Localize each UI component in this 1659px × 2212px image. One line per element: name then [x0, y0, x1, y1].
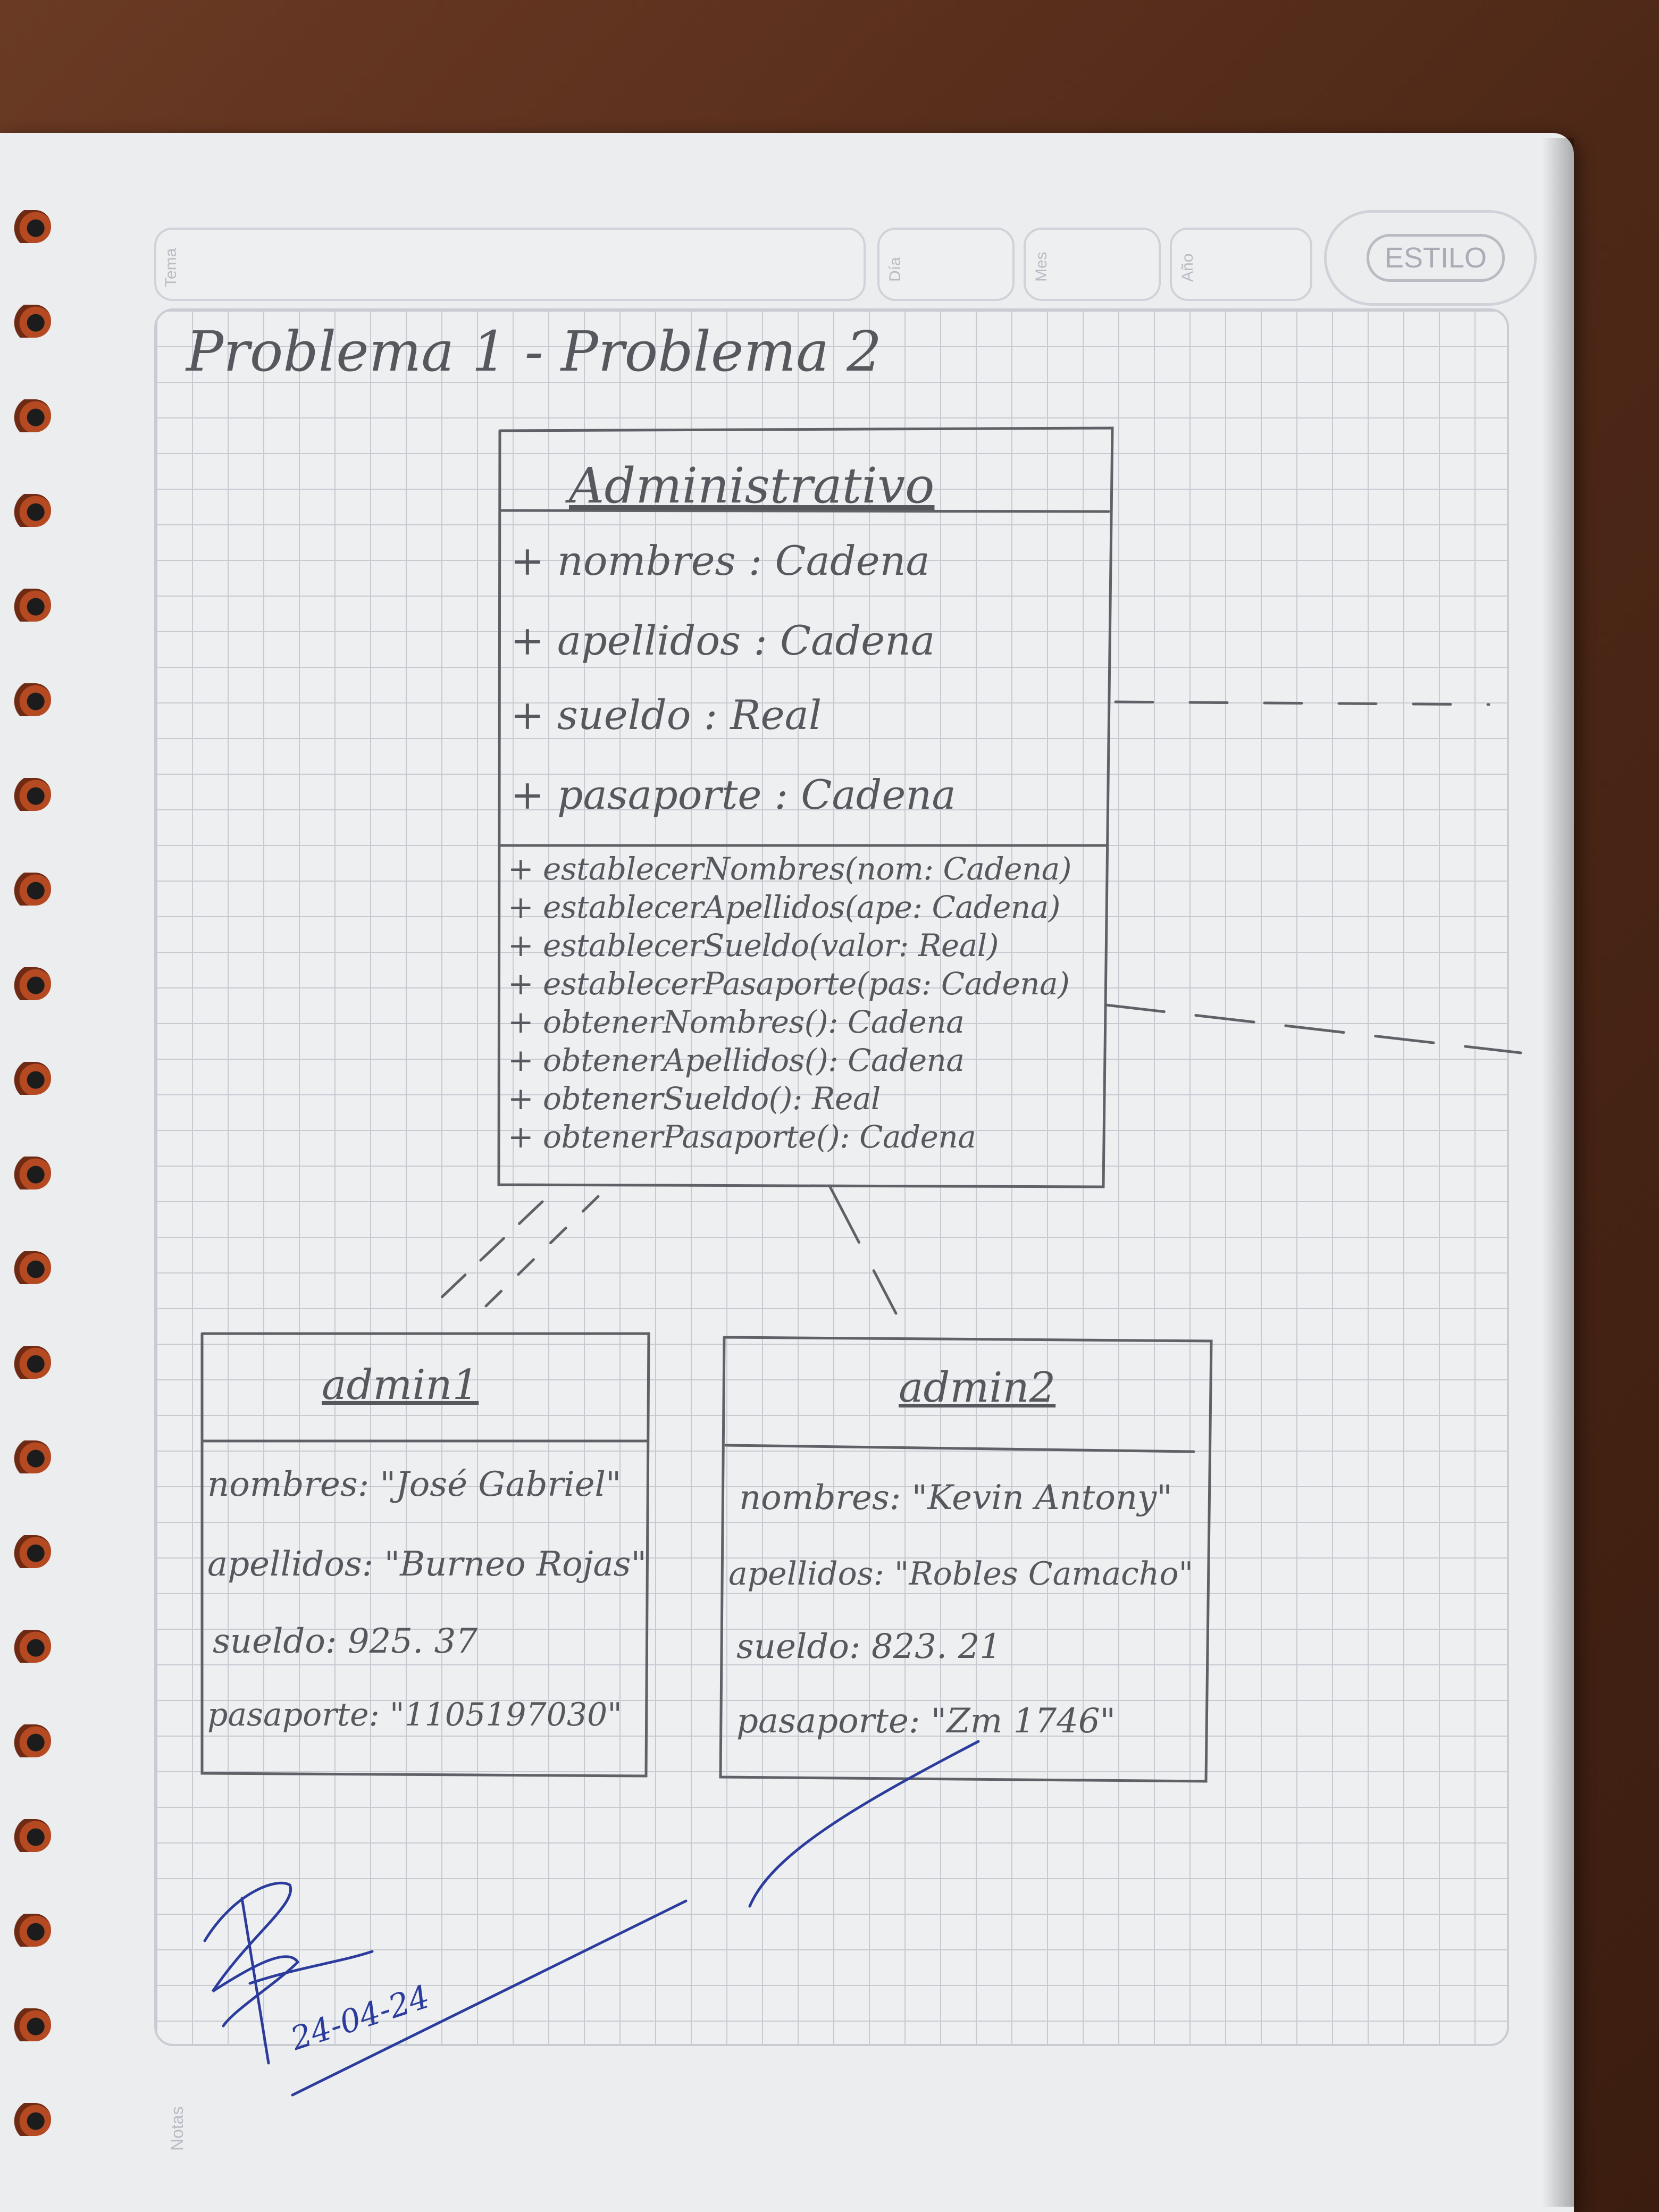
class-box-outline [497, 426, 1114, 1188]
spiral-ring [0, 967, 51, 1000]
spiral-ring [0, 683, 51, 716]
tema-field [154, 228, 866, 301]
spiral-ring [0, 1346, 51, 1379]
spiral-ring [0, 2103, 51, 2136]
class-header-divider [498, 509, 1110, 513]
class-attribute: + sueldo : Real [510, 691, 822, 739]
dashed-line-lower [1104, 1003, 1522, 1054]
brand-outer-badge [1324, 210, 1537, 306]
spiral-ring [0, 399, 51, 432]
grid-area [154, 308, 1509, 2046]
spiral-ring [0, 1062, 51, 1095]
spiral-ring [0, 1157, 51, 1189]
dependency-line-1 [437, 1200, 544, 1302]
admin1-attribute: apellidos: "Burneo Rojas" [207, 1545, 647, 1584]
spiral-ring [0, 873, 51, 906]
spiral-ring [0, 778, 51, 811]
signature [203, 1881, 374, 2065]
spiral-ring [0, 2008, 51, 2041]
class-method: + establecerSueldo(valor: Real) [508, 927, 999, 963]
class-method: + establecerPasaporte(pas: Cadena) [508, 966, 1070, 1002]
admin1-box-outline [200, 1332, 650, 1778]
dia-field [877, 228, 1015, 301]
spiral-ring [0, 494, 51, 527]
class-method: + obtenerApellidos(): Cadena [508, 1042, 965, 1078]
spiral-ring [0, 1630, 51, 1663]
spiral-ring [0, 305, 51, 338]
brand-logo: ESTILO [1367, 234, 1505, 282]
page-edge-shadow [1542, 138, 1574, 2207]
admin2-attribute: sueldo: 823. 21 [736, 1627, 1002, 1666]
admin2-divider [724, 1444, 1195, 1453]
class-name: Administrativo [569, 457, 935, 514]
admin1-name: admin1 [322, 1361, 479, 1409]
admin2-attribute: nombres: "Kevin Antony" [739, 1478, 1172, 1518]
ink-stroke-right [748, 1740, 980, 1908]
spiral-ring [0, 1819, 51, 1852]
spiral-ring [0, 1914, 51, 1947]
admin2-attribute: apellidos: "Robles Camacho" [728, 1555, 1194, 1593]
anio-field [1170, 228, 1312, 301]
admin1-attribute: pasaporte: "1105197030" [207, 1696, 622, 1733]
admin2-attribute: pasaporte: "Zm 1746" [736, 1702, 1116, 1741]
class-method: + obtenerPasaporte(): Cadena [508, 1119, 976, 1155]
class-method: + obtenerSueldo(): Real [508, 1080, 881, 1117]
spiral-ring [0, 1440, 51, 1473]
admin1-attribute: nombres: "José Gabriel" [207, 1465, 622, 1504]
spiral-ring [0, 1251, 51, 1284]
class-attribute: + pasaporte : Cadena [510, 771, 956, 818]
class-method: + obtenerNombres(): Cadena [508, 1004, 965, 1040]
mes-field [1024, 228, 1161, 301]
admin2-box-outline [719, 1336, 1213, 1783]
class-method: + establecerApellidos(ape: Cadena) [508, 889, 1060, 925]
dashed-line-upper [1114, 700, 1490, 706]
page-title: Problema 1 - Problema 2 [186, 319, 882, 384]
spiral-ring [0, 1535, 51, 1568]
ink-stroke-lower [291, 1899, 688, 2097]
spiral-ring [0, 589, 51, 622]
spiral-ring [0, 1724, 51, 1757]
class-attribute: + nombres : Cadena [510, 537, 930, 584]
admin2-name: admin2 [899, 1364, 1056, 1412]
class-method: + establecerNombres(nom: Cadena) [508, 851, 1072, 887]
spiral-ring [0, 210, 51, 243]
class-attribute: + apellidos : Cadena [510, 617, 935, 664]
association-line [828, 1184, 898, 1315]
admin1-attribute: sueldo: 925. 37 [213, 1622, 478, 1661]
dependency-line-2 [482, 1195, 600, 1310]
